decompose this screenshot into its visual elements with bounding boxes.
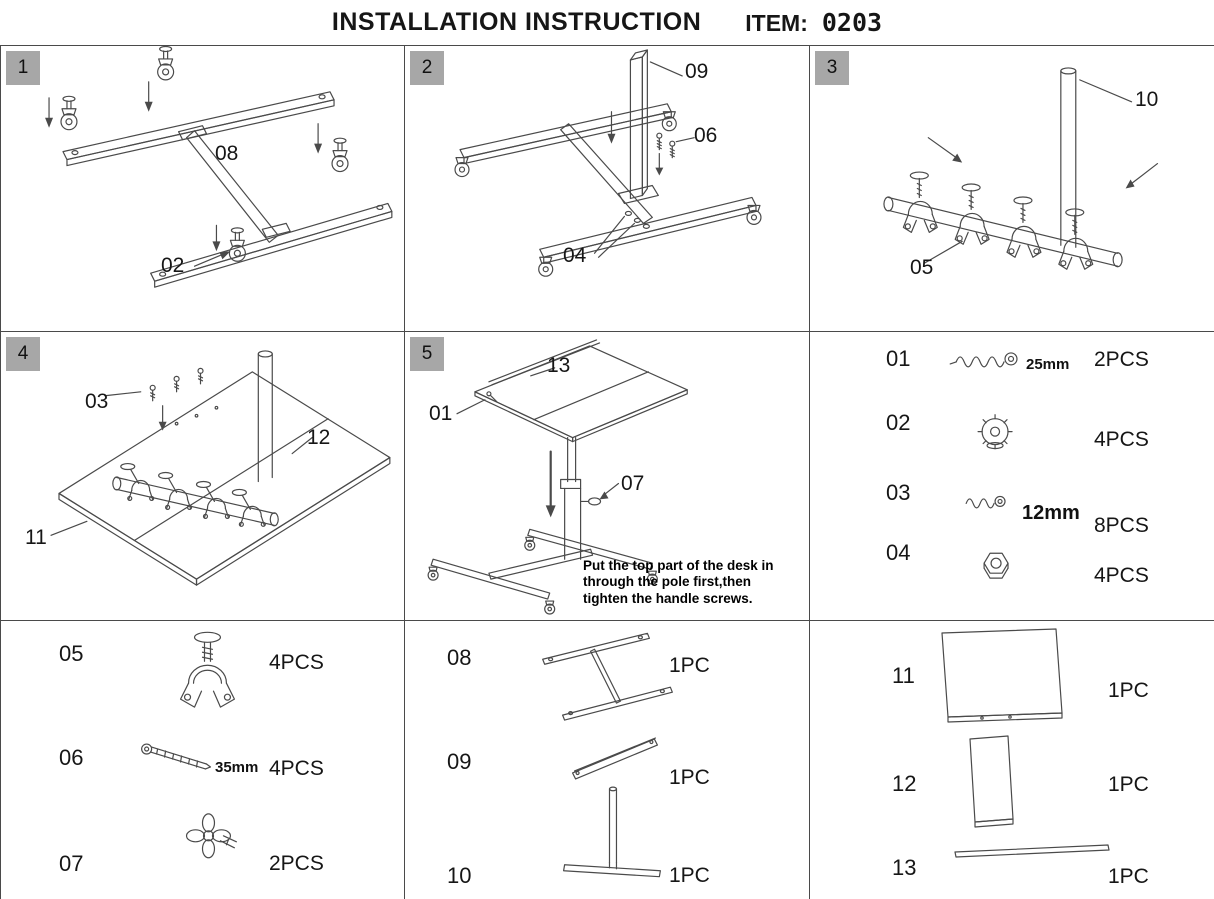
hand-knob-icon [185, 813, 238, 859]
callout-part-03: 03 [85, 390, 109, 413]
part-qty: 1PC [669, 766, 710, 789]
step-3-diagram clamp-bar-with-pole-icon [883, 67, 1159, 270]
knurled-nut-icon [977, 414, 1013, 450]
hex-nut-icon [983, 552, 1009, 579]
step-2-diagram frame-with-post-icon [454, 49, 762, 277]
part-id: 01 [886, 346, 911, 371]
callout-part-04: 04 [563, 244, 587, 267]
part-id: 02 [886, 410, 911, 435]
part-qty: 1PC [669, 864, 710, 887]
part-size: 12mm [1022, 502, 1080, 524]
part-qty: 4PCS [269, 651, 324, 674]
instruction-grid: 1 08 02 [0, 45, 1214, 899]
part-qty: 8PCS [1094, 514, 1149, 537]
callout-part-12: 12 [307, 426, 331, 449]
callout-part-09: 09 [685, 60, 709, 83]
item-label: ITEM: [745, 10, 808, 36]
large-desktop-panel-icon [941, 628, 1063, 723]
part-id: 03 [886, 480, 911, 505]
parts-d-drawings [941, 628, 1110, 858]
step-4-diagram panel-underside-assembly-icon [50, 350, 391, 586]
callout-part-11: 11 [25, 526, 47, 549]
step-5-badge: 5 [410, 337, 444, 371]
part-size: 35mm [215, 759, 259, 776]
item-number-group: ITEM: 0203 [745, 8, 882, 37]
part-qty: 4PCS [1094, 428, 1149, 451]
part-id: 04 [886, 540, 911, 565]
callout-part-05: 05 [910, 256, 934, 279]
part-id: 06 [59, 745, 84, 770]
part-id: 07 [59, 851, 84, 876]
step-4-badge: 4 [6, 337, 40, 371]
step-5-panel: 5 [405, 332, 810, 621]
part-qty: 1PC [669, 654, 710, 677]
callout-part-10: 10 [1135, 88, 1159, 111]
edge-stop-rod-icon [954, 844, 1110, 858]
callout-part-07: 07 [621, 472, 645, 495]
part-id: 05 [59, 641, 84, 666]
h-base-frame-icon [542, 632, 673, 721]
callout-part-01: 01 [429, 402, 453, 425]
parts-c-drawings [542, 632, 673, 878]
long-screw-icon [141, 743, 212, 770]
small-desktop-panel-icon [969, 735, 1014, 828]
assembly-note-line-1: Put the top part of the desk in [583, 558, 774, 573]
part-qty: 4PCS [269, 757, 324, 780]
part-id: 13 [892, 855, 917, 880]
part-qty: 2PCS [269, 852, 324, 875]
part-id: 10 [447, 863, 472, 888]
sheet-header: INSTALLATION INSTRUCTION ITEM: 0203 [0, 0, 1214, 45]
parts-b-drawings [141, 631, 238, 859]
step-1-panel: 1 08 02 [1, 46, 405, 332]
parts-a-drawings [949, 352, 1018, 579]
parts-panel-hardware-a: 01 25mm 2PCS 02 4PCS 03 12mm 8PCS 04 4PC… [810, 332, 1214, 621]
pole-with-foot-icon [563, 786, 661, 878]
step-1-diagram h-frame-with-casters-icon [45, 46, 393, 288]
step-2-panel: 2 [405, 46, 810, 332]
callout-part-08: 08 [215, 142, 239, 165]
item-number: 0203 [821, 8, 883, 37]
part-qty: 1PC [1108, 679, 1149, 702]
step-3-badge: 3 [815, 51, 849, 85]
step-4-panel: 4 [1, 332, 405, 621]
support-bar-icon [571, 737, 658, 780]
callout-part-06: 06 [694, 124, 718, 147]
step-5-diagram assembled-desk-icon [427, 339, 688, 615]
short-screw-icon [965, 498, 995, 509]
parts-panel-panels: 11 1PC 12 1PC 13 1PC [810, 621, 1214, 899]
part-id: 09 [447, 749, 472, 774]
step-3-panel: 3 10 05 [810, 46, 1214, 332]
assembly-note-line-2: through the pole first,then [583, 574, 751, 590]
part-qty: 1PC [1108, 865, 1149, 888]
part-qty: 2PCS [1094, 348, 1149, 371]
part-id: 11 [892, 663, 915, 688]
callout-part-13: 13 [547, 354, 571, 377]
pole-clamp-icon [179, 631, 236, 708]
assembly-note-line-3: tighten the handle screws. [583, 590, 753, 606]
spring-screw-icon [955, 356, 1005, 368]
part-id: 08 [447, 645, 472, 670]
callout-part-02: 02 [161, 254, 185, 277]
parts-panel-hardware-b: 05 4PCS 06 35mm 4PCS 07 2PCS [1, 621, 405, 899]
sheet-title: INSTALLATION INSTRUCTION [331, 8, 702, 36]
part-qty: 1PC [1108, 773, 1149, 796]
part-qty: 4PCS [1094, 564, 1149, 587]
step-2-badge: 2 [410, 51, 444, 85]
part-size: 25mm [1026, 356, 1070, 373]
parts-panel-frames: 08 1PC 09 1PC 10 1PC [405, 621, 810, 899]
step-1-badge: 1 [6, 51, 40, 85]
assembly-note: Put the top part of the desk in through … [583, 558, 805, 607]
part-id: 12 [892, 771, 917, 796]
